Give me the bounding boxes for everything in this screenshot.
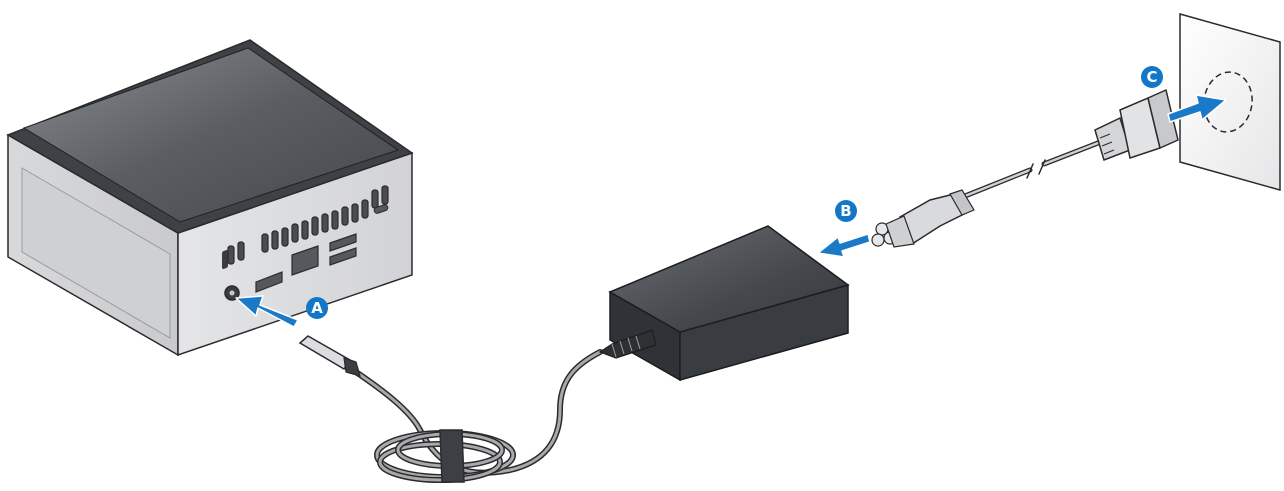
usb-port-icon bbox=[329, 247, 357, 266]
mini-pc-icon bbox=[6, 39, 414, 357]
wall-plug-icon bbox=[1094, 88, 1179, 161]
ethernet-port-icon bbox=[291, 245, 319, 276]
callout-b: B bbox=[835, 200, 857, 222]
c13-connector-icon bbox=[871, 189, 975, 248]
power-cable bbox=[347, 349, 603, 483]
arrow-b-icon bbox=[817, 233, 871, 258]
arrow-c-icon bbox=[1167, 94, 1227, 123]
usb-port-icon bbox=[329, 233, 357, 252]
callout-a-label: A bbox=[311, 299, 323, 317]
callout-a: A bbox=[306, 297, 328, 319]
callout-c: C bbox=[1141, 66, 1163, 88]
ac-cord bbox=[962, 140, 1101, 199]
hdmi-port-icon bbox=[255, 271, 283, 293]
barrel-plug-icon bbox=[298, 335, 361, 377]
callout-c-label: C bbox=[1146, 68, 1157, 86]
arrow-a-icon bbox=[235, 295, 299, 328]
power-adapter-icon bbox=[598, 225, 850, 382]
cable-strap-icon bbox=[439, 429, 465, 483]
wall-outlet-icon bbox=[1179, 13, 1281, 191]
callout-b-label: B bbox=[840, 202, 851, 220]
